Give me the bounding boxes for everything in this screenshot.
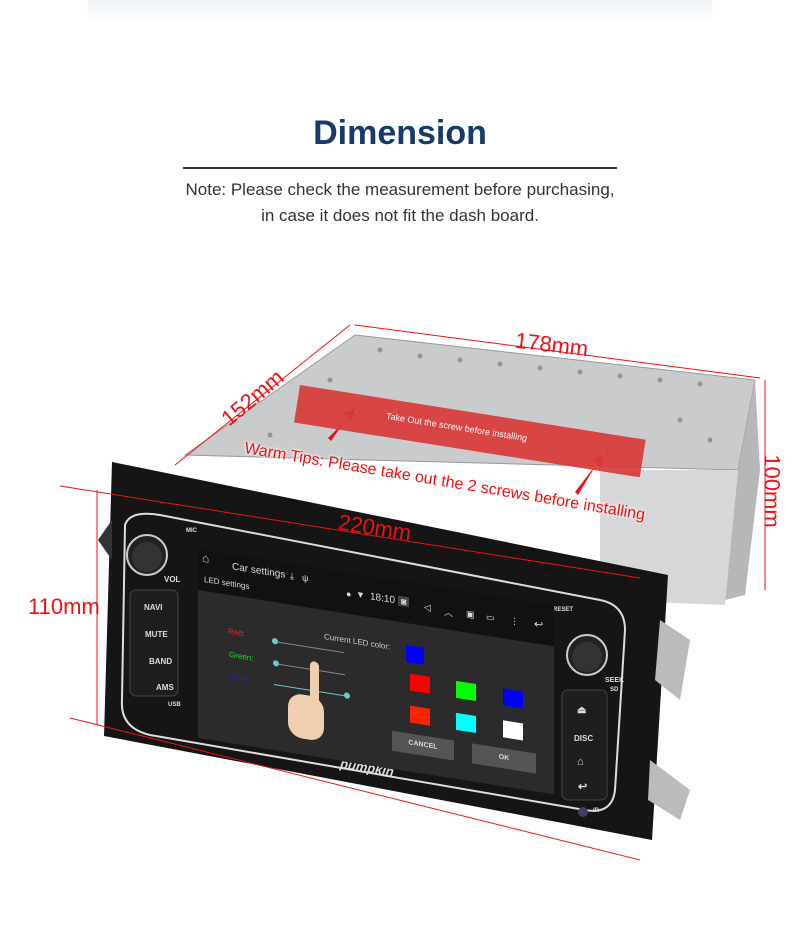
up-icon[interactable]: ︿ (444, 606, 454, 619)
page-title: Dimension (313, 114, 487, 152)
swatch-blue[interactable] (503, 688, 523, 709)
more-icon[interactable]: ⋮ (510, 615, 519, 627)
hand-icon (288, 692, 324, 742)
cancel-button[interactable]: CANCEL (392, 730, 454, 761)
disc-button[interactable]: DISC (574, 734, 594, 743)
dimension-box-height: 100mm (759, 454, 785, 528)
current-color-swatch (406, 644, 424, 665)
back-button[interactable]: ↩ (578, 781, 588, 793)
current-color-label: Current LED color: (324, 631, 391, 652)
page-subtitle: LED settings (204, 574, 250, 592)
wifi-icon: ▼ (356, 589, 365, 601)
ir-label: IR (593, 808, 599, 814)
multiwindow-icon[interactable]: ▭ (486, 611, 495, 623)
download-icon: ⤓ (290, 570, 294, 582)
green-slider[interactable] (273, 659, 345, 676)
swatch-red[interactable] (410, 673, 430, 694)
dimension-front-height: 110mm (28, 594, 100, 619)
note-line-2: in case it does not fit the dash board. (261, 206, 539, 225)
swatch-orange-red[interactable] (410, 705, 430, 726)
top-banner-fade (88, 0, 712, 22)
back-icon[interactable]: ↩ (534, 618, 544, 632)
volume-icon[interactable]: ◁ (424, 601, 431, 613)
seek-label: SEEK (605, 677, 625, 684)
swatch-white[interactable] (503, 720, 523, 741)
green-label: Green: (229, 649, 254, 663)
app-title: Car settings (232, 561, 286, 581)
eject-button[interactable]: ⏏ (577, 705, 587, 716)
note-line-1: Note: Please check the measurement befor… (185, 180, 615, 199)
title-divider (183, 167, 617, 169)
red-slider[interactable] (272, 637, 344, 654)
ams-button[interactable]: AMS (156, 683, 174, 692)
blue-label: Blue: (231, 671, 250, 684)
red-label: Red: (228, 626, 245, 639)
vol-label: VOL (164, 575, 181, 584)
mic-label: MIC (186, 528, 197, 534)
window-icon[interactable]: ▣ (466, 608, 475, 620)
navi-button[interactable]: NAVI (144, 603, 163, 612)
home-button[interactable]: ⌂ (577, 756, 584, 768)
usb-icon: ψ (302, 572, 309, 584)
location-icon: ● (346, 588, 352, 600)
clock: 18:10 (370, 591, 396, 607)
sd-label: SD (610, 687, 619, 693)
swatch-cyan[interactable] (456, 712, 476, 734)
camera-icon[interactable]: ◙ (398, 595, 410, 608)
ok-button[interactable]: OK (472, 743, 536, 774)
usb-port-label: USB (168, 702, 181, 708)
swatch-green[interactable] (456, 680, 476, 702)
reset-button[interactable]: RESET (553, 607, 574, 613)
band-button[interactable]: BAND (149, 657, 173, 666)
home-icon[interactable]: ⌂ (202, 550, 210, 566)
mute-button[interactable]: MUTE (145, 630, 168, 639)
